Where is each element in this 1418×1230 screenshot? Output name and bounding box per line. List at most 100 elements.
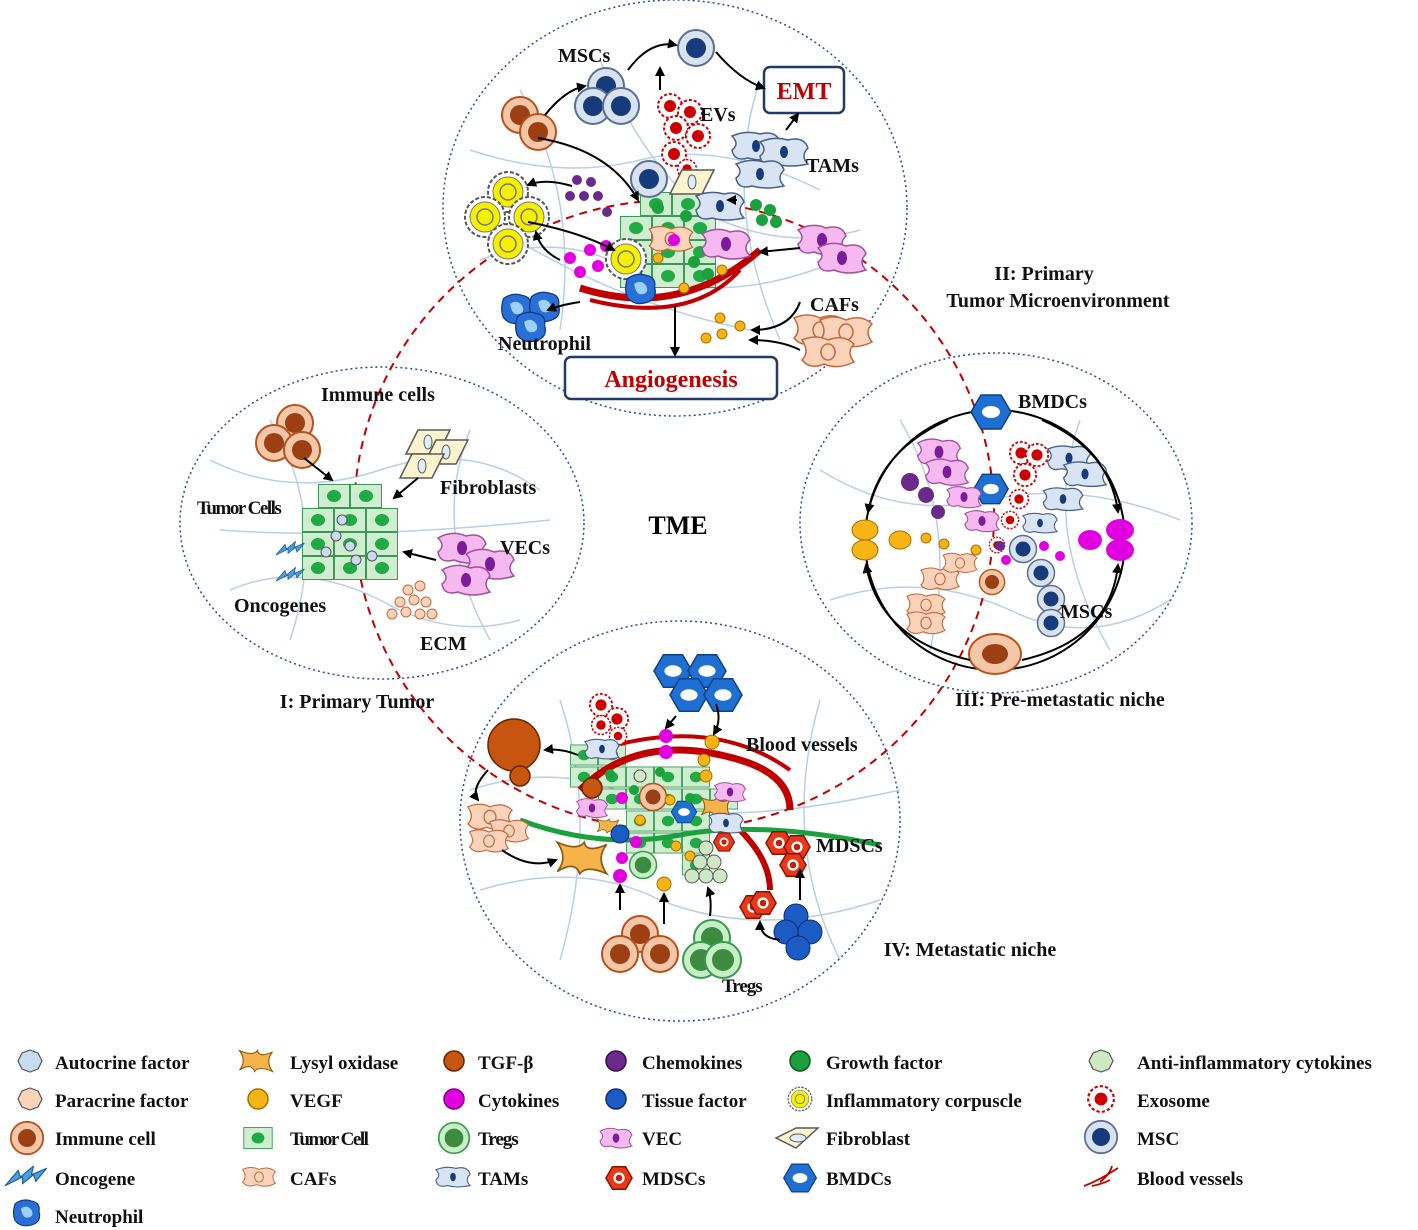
panel-i: Immune cells Fibroblasts Tumor Cells VEC… bbox=[197, 384, 550, 713]
legend: Autocrine factor Lysyl oxidase TGF-β Che… bbox=[4, 1049, 1372, 1228]
panel-i-oncogenes bbox=[276, 541, 305, 582]
angiogenesis-label: Angiogenesis bbox=[604, 367, 737, 393]
legend-item: TAMs bbox=[435, 1166, 528, 1190]
panel-iv-green-vessel bbox=[519, 817, 881, 848]
exosome-icon bbox=[1087, 1085, 1115, 1113]
mdscs-icon bbox=[605, 1166, 633, 1190]
immune-cells-label: Immune cells bbox=[321, 384, 435, 406]
legend-item: Inflammatory corpuscle bbox=[787, 1086, 1022, 1112]
legend-item: MSC bbox=[1083, 1119, 1179, 1155]
panel-iv-title: IV: Metastatic niche bbox=[884, 939, 1057, 961]
panel-ii-vegf bbox=[652, 252, 746, 344]
panel-iii-title: III: Pre-metastatic niche bbox=[955, 689, 1165, 711]
legend-label: Cytokines bbox=[478, 1091, 559, 1112]
panel-iii-cafs bbox=[906, 552, 978, 635]
legend-label: Lysyl oxidase bbox=[290, 1053, 398, 1074]
bmdcs-label: BMDCs bbox=[1018, 391, 1087, 413]
vecs-label: VECs bbox=[500, 537, 550, 559]
legend-label: Growth factor bbox=[826, 1053, 943, 1074]
panel-iv-immune-bottom bbox=[601, 915, 679, 973]
legend-label: Blood vessels bbox=[1137, 1169, 1243, 1190]
anti-inflammatory-cytokines-icon bbox=[1088, 1049, 1114, 1073]
legend-label: VEC bbox=[642, 1129, 682, 1150]
fibroblast-icon bbox=[774, 1127, 820, 1149]
fibroblasts-label: Fibroblasts bbox=[440, 477, 537, 499]
legend-label: Tregs bbox=[478, 1129, 518, 1150]
mdscs-label: MDSCs bbox=[816, 835, 883, 857]
panel-ii-growth-factor bbox=[652, 199, 782, 280]
panel-iv-exosomes bbox=[588, 692, 630, 746]
legend-item: Tregs bbox=[437, 1121, 519, 1155]
panel-i-tumor-block bbox=[302, 484, 398, 580]
panel-ii-immune-cells bbox=[501, 96, 557, 151]
legend-label: Neutrophil bbox=[55, 1207, 143, 1228]
legend-item: Tumor Cell bbox=[243, 1127, 370, 1150]
blood-vessels-icon bbox=[1083, 1165, 1119, 1187]
panel-iv-circle bbox=[459, 620, 901, 1022]
panel-ii-title-2: Tumor Microenvironment bbox=[946, 290, 1169, 312]
emt-label: EMT bbox=[777, 79, 832, 105]
panel-iv: Blood vessels MDSCs Tregs IV: Metastatic… bbox=[467, 654, 1057, 997]
legend-item: Tissue factor bbox=[605, 1088, 747, 1112]
legend-item: Anti-inflammatory cytokines bbox=[1088, 1049, 1372, 1074]
panel-ii-title-1: II: Primary bbox=[994, 263, 1093, 285]
cafs-icon bbox=[242, 1167, 276, 1187]
legend-item: VEGF bbox=[247, 1088, 343, 1112]
panel-iii-vegf bbox=[851, 519, 982, 561]
panel-iv-growth-factor bbox=[605, 767, 695, 803]
legend-item: Exosome bbox=[1087, 1085, 1210, 1113]
legend-item: Chemokines bbox=[605, 1050, 742, 1074]
oncogenes-label: Oncogenes bbox=[234, 595, 326, 617]
panel-iii-mscs-label: MSCs bbox=[1060, 601, 1112, 623]
panel-i-autocrine bbox=[320, 514, 378, 566]
legend-item: Oncogene bbox=[4, 1166, 135, 1190]
panel-iii: BMDCs MSCs III: Pre-metastatic niche bbox=[851, 391, 1165, 711]
legend-item: Cytokines bbox=[443, 1088, 559, 1112]
legend-label: Tissue factor bbox=[642, 1091, 747, 1112]
legend-item: TGF-β bbox=[443, 1050, 533, 1074]
panel-iv-arrows bbox=[469, 703, 805, 941]
legend-label: TGF-β bbox=[478, 1053, 533, 1074]
panel-iv-immune-center bbox=[638, 782, 668, 812]
panel-circles bbox=[179, 0, 1193, 1022]
panel-i-title: I: Primary Tumor bbox=[280, 691, 435, 713]
tams-icon bbox=[435, 1166, 471, 1188]
inflammatory-corpuscle-icon bbox=[787, 1086, 813, 1112]
chemokines-icon bbox=[605, 1050, 627, 1072]
panel-ii-arrows bbox=[526, 38, 801, 357]
bmdcs-icon bbox=[783, 1163, 817, 1193]
legend-label: Paracrine factor bbox=[55, 1091, 189, 1112]
cafs-label: CAFs bbox=[810, 294, 859, 316]
ecm-label: ECM bbox=[420, 633, 467, 655]
panel-i-immune-cells bbox=[255, 404, 321, 469]
oncogene-icon bbox=[4, 1166, 48, 1187]
tregs-icon bbox=[437, 1121, 471, 1155]
panel-iii-chemokines bbox=[901, 473, 945, 519]
mscs-label: MSCs bbox=[558, 45, 610, 67]
legend-label: VEGF bbox=[290, 1091, 343, 1112]
legend-label: Anti-inflammatory cytokines bbox=[1137, 1053, 1372, 1074]
panel-ii-inflammatory bbox=[464, 171, 647, 280]
tissue-factor-icon bbox=[605, 1088, 627, 1110]
tregs-label: Tregs bbox=[722, 976, 762, 997]
panel-iii-circle bbox=[799, 352, 1193, 694]
neutrophil-label: Neutrophil bbox=[498, 333, 591, 355]
blood-vessels-label: Blood vessels bbox=[746, 734, 858, 756]
panel-i-circle bbox=[179, 366, 585, 680]
panel-iv-blood-vessel bbox=[577, 746, 794, 811]
legend-item: Neutrophil bbox=[12, 1199, 143, 1228]
panel-iv-vegf bbox=[634, 734, 720, 892]
angiogenesis-box bbox=[563, 355, 779, 401]
panel-i-ecm bbox=[386, 580, 438, 620]
panel-iii-arrows bbox=[862, 419, 1123, 661]
legend-item: VEC bbox=[599, 1127, 682, 1150]
vec-icon bbox=[599, 1127, 633, 1149]
tumor-cell-icon bbox=[243, 1127, 273, 1149]
panel-iii-bmdc-mid bbox=[973, 473, 1009, 505]
panel-ii: EMT Angiogenesis MSCs EVs TAMs CAFs Neut… bbox=[464, 29, 1170, 401]
legend-item: Immune cell bbox=[9, 1120, 156, 1156]
paracrine-factor-icon bbox=[17, 1087, 43, 1111]
legend-label: CAFs bbox=[290, 1169, 336, 1190]
autocrine-factor-icon bbox=[17, 1049, 43, 1073]
